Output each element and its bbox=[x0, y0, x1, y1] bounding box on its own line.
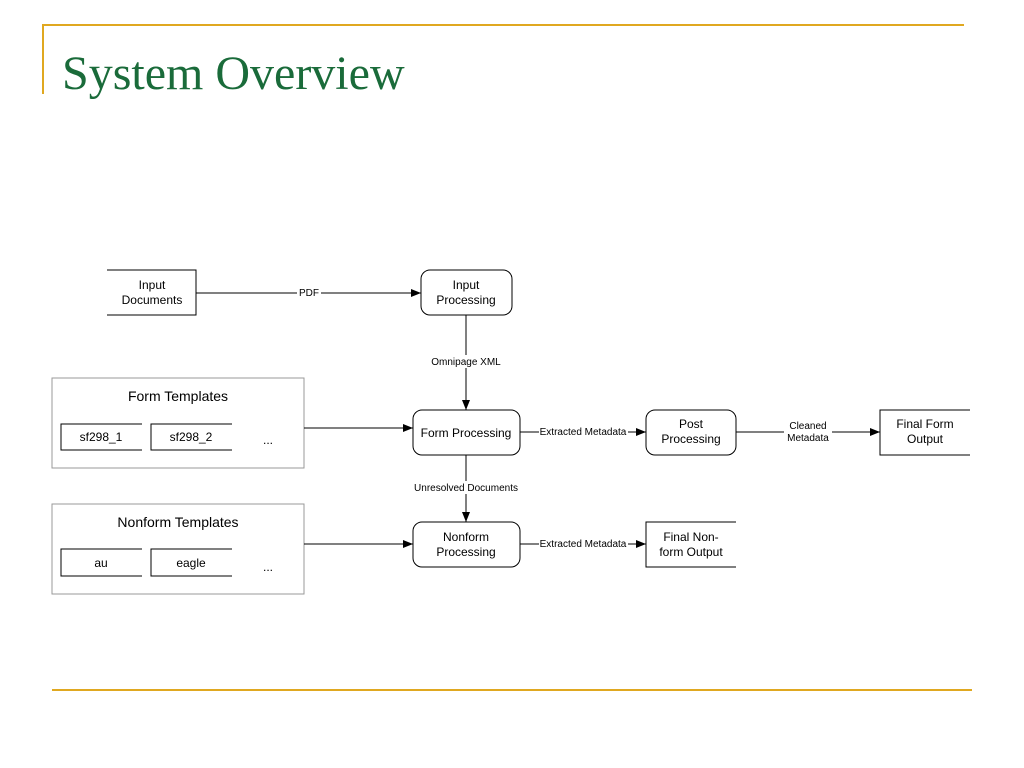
edge-label-cleaned-line-2: Metadata bbox=[787, 433, 829, 444]
nonform-templates-more: ... bbox=[263, 560, 273, 574]
form-processing-label: Form Processing bbox=[421, 426, 512, 440]
final-form-output-store: Final Form Output bbox=[879, 409, 970, 456]
edge-cleaned-metadata: Cleaned Metadata bbox=[736, 419, 880, 445]
nonform-templates-title: Nonform Templates bbox=[117, 514, 238, 530]
final-nonform-output-line-2: form Output bbox=[659, 545, 723, 559]
top-accent-rule bbox=[42, 24, 964, 26]
post-processing-node: Post Processing bbox=[645, 409, 737, 456]
edge-pdf: PDF bbox=[196, 287, 421, 299]
edge-label-unresolved-documents: Unresolved Documents bbox=[414, 483, 518, 494]
left-accent-rule bbox=[42, 24, 44, 94]
edge-label-pdf: PDF bbox=[299, 288, 319, 299]
input-documents-line-1: Input bbox=[139, 278, 166, 292]
form-template-item: sf298_1 bbox=[80, 430, 123, 444]
final-form-output-line-2: Output bbox=[907, 432, 944, 446]
input-processing-line-1: Input bbox=[453, 278, 480, 292]
edge-label-omnipage-xml: Omnipage XML bbox=[431, 357, 501, 368]
edge-label-cleaned-line-1: Cleaned bbox=[789, 421, 826, 432]
nonform-processing-node: Nonform Processing bbox=[412, 521, 521, 568]
final-nonform-output-store: Final Non- form Output bbox=[645, 521, 736, 568]
form-processing-node: Form Processing bbox=[412, 409, 521, 456]
nonform-template-item: eagle bbox=[176, 556, 206, 570]
input-documents-store: Input Documents bbox=[107, 269, 197, 316]
input-documents-line-2: Documents bbox=[122, 293, 183, 307]
post-processing-line-1: Post bbox=[679, 417, 704, 431]
nonform-templates-group: Nonform Templates au eagle ... bbox=[51, 503, 305, 595]
final-form-output-line-1: Final Form bbox=[896, 417, 953, 431]
nonform-template-item: au bbox=[94, 556, 107, 570]
slide-title: System Overview bbox=[62, 47, 405, 100]
bottom-accent-rule bbox=[52, 689, 972, 691]
edge-label-nonform-extracted-metadata: Extracted Metadata bbox=[540, 539, 627, 550]
input-processing-line-2: Processing bbox=[436, 293, 495, 307]
edge-omnipage-xml: Omnipage XML bbox=[428, 315, 504, 410]
form-templates-group: Form Templates sf298_1 sf298_2 ... bbox=[51, 377, 305, 469]
nonform-processing-line-1: Nonform bbox=[443, 530, 489, 544]
nonform-processing-line-2: Processing bbox=[436, 545, 495, 559]
final-nonform-output-line-1: Final Non- bbox=[663, 530, 718, 544]
input-processing-node: Input Processing bbox=[420, 269, 513, 316]
edge-form-extracted-metadata: Extracted Metadata bbox=[520, 426, 646, 438]
form-template-item: sf298_2 bbox=[170, 430, 213, 444]
edge-unresolved-documents: Unresolved Documents bbox=[412, 455, 520, 522]
edge-nonform-extracted-metadata: Extracted Metadata bbox=[520, 538, 646, 550]
edge-label-form-extracted-metadata: Extracted Metadata bbox=[540, 427, 627, 438]
form-templates-title: Form Templates bbox=[128, 388, 228, 404]
post-processing-line-2: Processing bbox=[661, 432, 720, 446]
form-templates-more: ... bbox=[263, 433, 273, 447]
